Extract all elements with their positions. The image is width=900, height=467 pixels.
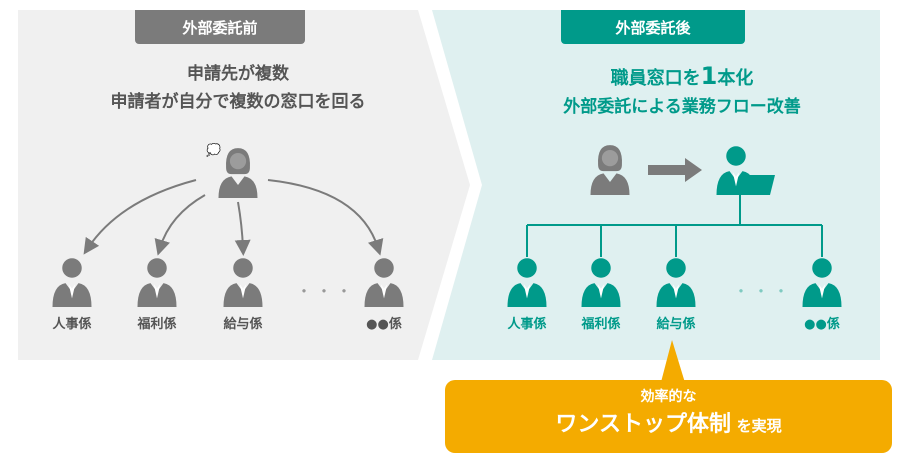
callout-text: 効率的な ワンストップ体制 を実現 (445, 386, 892, 438)
after-line1: 職員窓口を1本化 (482, 62, 882, 93)
dept-label: 人事係 (507, 317, 547, 332)
callout-pointer (660, 340, 686, 386)
dept-label: 福利係 (137, 317, 177, 332)
text: 1 (700, 62, 718, 90)
before-line2: 申請者が自分で複数の窓口を回る (110, 92, 366, 112)
text: 職員窓口を (610, 68, 701, 89)
after-panel (432, 10, 880, 360)
dept-label: ●●係 (366, 317, 402, 332)
dept-label: ●●係 (804, 317, 840, 332)
after-tag: 外部委託後 (561, 10, 745, 44)
before-tag: 外部委託前 (135, 10, 305, 44)
before-heading: 申請先が複数 申請者が自分で複数の窓口を回る (18, 60, 458, 116)
callout-main: ワンストップ体制 (555, 412, 731, 437)
ellipsis: ・・・ (733, 282, 794, 301)
after-line2: 外部委託による業務フロー改善 (563, 97, 801, 117)
text: 本化 (717, 68, 754, 89)
laptop-icon (740, 175, 775, 195)
callout-line1: 効率的な (640, 389, 697, 405)
before-line1: 申請先が複数 (187, 64, 289, 84)
after-heading: 職員窓口を1本化 外部委託による業務フロー改善 (482, 62, 882, 121)
dept-label: 人事係 (52, 317, 92, 332)
org-tree-lines (526, 195, 823, 257)
before-arrows (83, 179, 384, 256)
dept-label: 給与係 (656, 317, 696, 332)
dept-label: 給与係 (223, 317, 263, 332)
callout-sub: を実現 (736, 417, 782, 435)
ellipsis: ・・・ (296, 282, 357, 301)
dept-label: 福利係 (581, 317, 621, 332)
arrow-right-icon (648, 158, 702, 182)
sigh-icon: 💭 (206, 142, 221, 157)
callout-box (445, 380, 892, 453)
